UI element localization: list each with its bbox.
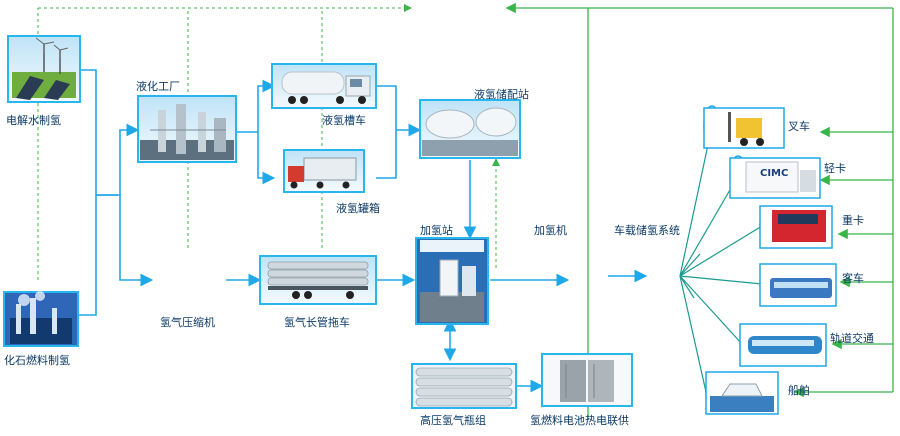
label-lh2-depot: 液氢储配站	[474, 88, 529, 101]
lh2-depot-image	[419, 99, 521, 159]
lh2-tanker-truck-image	[271, 63, 377, 109]
label-tube-trailer: 氢气长管拖车	[284, 316, 350, 329]
label-light-truck: 轻卡	[824, 162, 846, 175]
label-forklift: 叉车	[788, 120, 810, 133]
cimc-logo: CIMC	[760, 168, 789, 179]
fossil-plant-image	[3, 291, 79, 347]
lh2-container-truck-image	[283, 149, 365, 193]
distribution-fan	[679, 125, 763, 393]
vehicle-light-truck	[729, 155, 821, 199]
label-rail: 轨道交通	[830, 332, 874, 345]
label-heavy-truck: 重卡	[842, 214, 864, 227]
control-lines	[505, 2, 894, 420]
label-fuel-cell-chp: 氢燃料电池热电联供	[530, 414, 629, 427]
vehicle-rail	[739, 323, 827, 367]
label-lh2-container: 液氢罐箱	[336, 202, 380, 215]
label-electrolysis: 电解水制氢	[6, 114, 61, 127]
flow-lines	[78, 69, 648, 393]
label-compressor: 氢气压缩机	[160, 316, 215, 329]
label-onboard: 车载储氢系统	[614, 224, 680, 237]
label-station: 加氢站	[420, 224, 453, 237]
fuel-cell-chp-image	[541, 353, 633, 407]
label-hp-bank: 高压氢气瓶组	[420, 414, 486, 427]
label-ship: 船舶	[788, 384, 810, 397]
vehicle-forklift	[703, 105, 785, 149]
label-liquefaction: 液化工厂	[136, 80, 180, 93]
label-fossil: 化石燃料制氢	[4, 354, 70, 367]
hydrogen-station-image	[415, 237, 489, 325]
vehicle-bus	[759, 263, 837, 307]
liquefaction-plant-image	[137, 95, 237, 163]
hp-cylinder-bank-image	[411, 363, 517, 409]
label-bus: 客车	[842, 272, 864, 285]
label-lh2-tanker: 液氢槽车	[322, 114, 366, 127]
vehicle-ship	[705, 371, 779, 415]
tube-trailer-image	[259, 255, 377, 305]
electrolysis-image	[7, 35, 81, 103]
label-dispenser: 加氢机	[534, 224, 567, 237]
vehicle-heavy-truck	[759, 205, 833, 249]
